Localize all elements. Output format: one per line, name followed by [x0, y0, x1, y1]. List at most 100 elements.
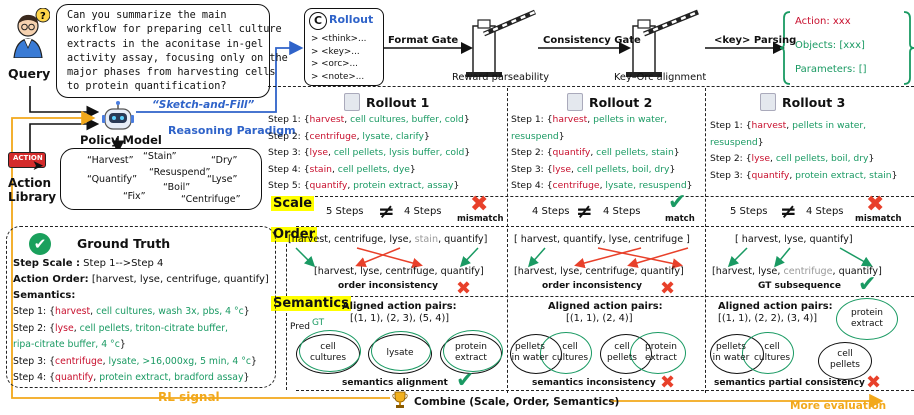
r3-step-2: Step 2: {lyse, cell pellets, boil, dry} — [710, 153, 875, 164]
r3-step-3: Step 3: {quantify, protein extract, stai… — [710, 169, 898, 181]
r2-venn-1-gt — [540, 332, 592, 374]
r3-venn-4-pred — [818, 342, 872, 380]
gt-step-4: Step 4: {quantify, protein extract, brad… — [13, 372, 250, 383]
r1-step-2: Step 2: {centrifuge, lysate, clarify} — [268, 130, 430, 142]
r1-step-1: Step 1: {harvest, cell cultures, buffer,… — [268, 114, 470, 125]
r2-order-bottom: [harvest, lyse, centrifuge, quantify] — [514, 266, 684, 277]
note-icon-3 — [760, 93, 776, 111]
order-divider — [296, 226, 914, 227]
r3-sem-cross-icon: ✖ — [866, 372, 882, 393]
gt-action-order: Action Order: [harvest, lyse, centrifuge… — [13, 274, 269, 285]
lib-word-resuspend: “Resuspend” — [149, 167, 211, 178]
column-divider-1 — [507, 88, 508, 393]
r1-venn-1-text: cell cultures — [309, 342, 347, 363]
r3-venn-4-text: cell pellets — [829, 349, 860, 370]
semantics-divider — [300, 296, 914, 297]
user-avatar-icon: ? — [10, 7, 51, 59]
r1-venn-2-text: lysate — [386, 348, 414, 358]
lib-word-boil: “Boil” — [163, 182, 191, 193]
rollout-box: C Rollout > <think>... > <key>... > <orc… — [304, 8, 384, 86]
combine-label: Combine (Scale, Order, Semantics) — [414, 396, 620, 408]
left-border — [286, 234, 287, 390]
lib-word-centrifuge: “Centrifuge” — [181, 194, 241, 205]
gt-step-1: Step 1: {harvest, cell cultures, wash 3x… — [13, 306, 250, 317]
r1-venn-3-gt — [443, 330, 503, 372]
trophy-icon — [392, 391, 408, 409]
r2-scale-right: 4 Steps — [603, 206, 641, 217]
r3-order-top: [ harvest, lyse, quantify] — [735, 234, 853, 245]
rollout-1-title: Rollout 1 — [366, 95, 430, 110]
lib-word-harvest: “Harvest” — [87, 155, 134, 166]
r1-sem-check-icon: ✔ — [456, 368, 475, 393]
svg-text:?: ? — [40, 11, 46, 22]
rollout-line-key: > <key>... — [311, 46, 360, 57]
gt-step-3: Step 3: {centrifuge, lysate, >16,000xg, … — [13, 355, 257, 367]
r1-order-cross-icon: ✖ — [456, 278, 472, 299]
reasoning-paradigm-label: Reasoning Paradigm — [168, 124, 296, 137]
r2-pairs: [(1, 1), (2, 4)] — [566, 313, 633, 324]
rollout-box-title: Rollout — [329, 13, 374, 26]
r1-neq-icon: ≠ — [378, 199, 395, 223]
r3-pairs: [(1, 1), (2, 2), (3, 4)] — [718, 313, 818, 324]
ground-truth-title: Ground Truth — [77, 236, 171, 251]
query-line-1: workflow for preparing cell culture — [67, 24, 282, 36]
rollout-2-steps: Step 1: {harvest, pellets in water, resu… — [511, 112, 693, 195]
r2-order-result: order inconsistency — [542, 281, 642, 291]
r3-pairs-title: Aligned action pairs: — [718, 301, 833, 312]
query-line-0: Can you summarize the main — [67, 10, 227, 21]
r3-order-bottom: [harvest, lyse, centrifuge, quantify] — [712, 266, 882, 277]
check-circle-icon: ✔ — [29, 233, 51, 255]
bottom-divider — [296, 390, 914, 391]
action-badge-text: ACTION — [13, 154, 43, 162]
r3-step-1-cont: resuspend} — [710, 136, 764, 148]
rollout-line-note: > <note>... — [311, 71, 365, 82]
parsed-objects: Objects: [xxx] — [795, 40, 865, 51]
r3-scale-left: 5 Steps — [730, 206, 768, 217]
r2-venn-2-text: cell cultures — [551, 342, 589, 363]
gt-semantics-label: Semantics: — [13, 290, 76, 301]
ground-truth-box: ✔ Ground Truth Step Scale : Step 1-->Ste… — [6, 226, 276, 388]
r1-step-3: Step 3: {lyse, cell pellets, lysis buffe… — [268, 147, 471, 158]
r2-order-cross-icon: ✖ — [660, 278, 676, 299]
r2-venn-4-text: protein extract — [645, 342, 677, 363]
consistency-gate-label: Consistency Gate — [543, 35, 641, 46]
r2-order-top: [ harvest, quantify, lyse, centrifuge ] — [514, 234, 690, 245]
rollout-box-lines: > <think>... > <key>... > <orc>... > <no… — [311, 33, 366, 83]
robot-icon — [100, 100, 136, 136]
cursor-icon: ➤ — [32, 158, 44, 174]
r1-step-4: Step 4: {stain, cell pellets, dye} — [268, 163, 416, 175]
query-line-3: activity assay, focusing only on the — [67, 52, 288, 64]
r3-step-1: Step 1: {harvest, pellets in water, — [710, 120, 867, 131]
r3-venn-3-text: protein extract — [851, 308, 883, 329]
r2-scale-check-icon: ✔ — [668, 190, 687, 215]
r1-pairs-title: Aligned action pairs: — [342, 301, 457, 312]
r3-venn-2-text: cell cultures — [753, 342, 791, 363]
gate-icon-1 — [466, 9, 536, 77]
key-orc-alignment-label: Key–Orc alignment — [614, 72, 707, 83]
note-icon-1 — [344, 93, 360, 111]
rollout-top-divider — [268, 86, 914, 87]
r2-step-1: Step 1: {harvest, pellets in water, — [511, 114, 668, 125]
rollout-c-badge: C — [309, 12, 327, 30]
rollout-1-steps: Step 1: {harvest, cell cultures, buffer,… — [268, 112, 470, 195]
r1-venn-1-gt — [299, 330, 361, 372]
r2-venn-3-gt — [630, 332, 686, 374]
r2-step-4: Step 4: {centrifuge, lysate, resuspend} — [511, 180, 693, 191]
lib-word-stain: “Stain” — [143, 151, 177, 162]
r3-scale-right: 4 Steps — [806, 206, 844, 217]
query-line-2: extracts in the aconitase in-gel — [67, 38, 264, 50]
r1-order-top: [harvest, centrifuge, lyse, stain, quant… — [288, 234, 488, 245]
order-label: Order — [271, 227, 317, 242]
sketch-and-fill-label: “Sketch-and-Fill” — [152, 99, 255, 111]
r3-scale-cross-icon: ✖ — [866, 192, 885, 217]
query-line-4: major phases from harvesting cells — [67, 67, 276, 79]
lib-word-quantify: “Quantify” — [87, 174, 138, 185]
r1-sem-result: semantics alignment — [342, 378, 448, 388]
r1-step-5: Step 5: {quantify, protein extract, assa… — [268, 180, 460, 191]
r1-scale-cross-icon: ✖ — [470, 192, 489, 217]
r2-venn-3-text: cell pellets — [606, 342, 637, 363]
scale-divider — [305, 196, 914, 197]
action-library-label: Action Library — [8, 176, 57, 204]
r3-venn-1-gt — [742, 332, 794, 374]
